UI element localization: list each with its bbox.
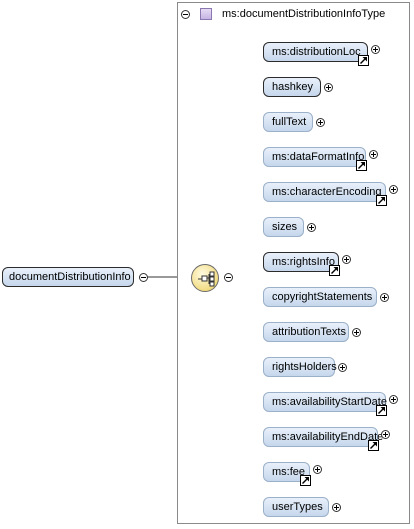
element-node[interactable]: ms:distributionLoc xyxy=(263,42,368,62)
element-node[interactable]: ms:fee xyxy=(263,462,310,482)
expand-icon[interactable] xyxy=(342,255,351,264)
expand-icon[interactable] xyxy=(371,45,380,54)
element-node[interactable]: sizes xyxy=(263,217,304,237)
element-label: copyrightStatements xyxy=(272,291,373,303)
element-label: ms:availabilityStartDate xyxy=(272,396,387,408)
expand-icon[interactable] xyxy=(332,503,341,512)
sequence-compositor-icon[interactable] xyxy=(191,264,219,292)
type-collapse-icon[interactable] xyxy=(181,10,190,19)
element-node[interactable]: fullText xyxy=(263,112,313,132)
element-label: attributionTexts xyxy=(272,326,346,338)
element-label: rightsHolders xyxy=(272,361,337,373)
root-collapse-icon[interactable] xyxy=(139,273,148,282)
reference-arrow-icon xyxy=(376,405,387,416)
complex-type-icon xyxy=(200,8,212,20)
element-node[interactable]: rightsHolders xyxy=(263,357,337,377)
expand-icon[interactable] xyxy=(338,363,347,372)
expand-icon[interactable] xyxy=(352,328,361,337)
element-node[interactable]: userTypes xyxy=(263,497,329,517)
element-label: ms:availabilityEndDate xyxy=(272,431,384,443)
element-node[interactable]: ms:characterEncoding xyxy=(263,182,386,202)
expand-icon[interactable] xyxy=(324,83,333,92)
element-label: ms:fee xyxy=(272,466,306,478)
expand-icon[interactable] xyxy=(307,223,316,232)
expand-icon[interactable] xyxy=(381,430,390,439)
element-node[interactable]: hashkey xyxy=(263,77,321,97)
reference-arrow-icon xyxy=(356,160,367,171)
expand-icon[interactable] xyxy=(316,118,325,127)
element-label: userTypes xyxy=(272,501,323,513)
reference-arrow-icon xyxy=(376,195,387,206)
expand-icon[interactable] xyxy=(389,185,398,194)
element-label: ms:characterEncoding xyxy=(272,186,382,198)
element-node[interactable]: ms:availabilityEndDate xyxy=(263,427,383,447)
element-node[interactable]: copyrightStatements xyxy=(263,287,377,307)
expand-icon[interactable] xyxy=(380,293,389,302)
sequence-collapse-icon[interactable] xyxy=(224,273,233,282)
expand-icon[interactable] xyxy=(369,150,378,159)
element-label: ms:dataFormatInfo xyxy=(272,151,365,163)
reference-arrow-icon xyxy=(358,55,369,66)
reference-arrow-icon xyxy=(300,475,311,486)
element-label: sizes xyxy=(272,221,298,233)
complex-type-label: ms:documentDistributionInfoType xyxy=(222,8,386,20)
element-node[interactable]: attributionTexts xyxy=(263,322,349,342)
root-element-node[interactable]: documentDistributionInfo xyxy=(2,267,134,287)
element-node[interactable]: ms:availabilityStartDate xyxy=(263,392,387,412)
element-node[interactable]: ms:rightsInfo xyxy=(263,252,339,272)
expand-icon[interactable] xyxy=(389,395,398,404)
element-label: hashkey xyxy=(272,81,313,93)
element-label: ms:rightsInfo xyxy=(272,256,335,268)
reference-arrow-icon xyxy=(368,440,379,451)
root-element-label: documentDistributionInfo xyxy=(9,271,131,283)
expand-icon[interactable] xyxy=(313,465,322,474)
element-node[interactable]: ms:dataFormatInfo xyxy=(263,147,366,167)
reference-arrow-icon xyxy=(329,265,340,276)
element-label: fullText xyxy=(272,116,307,128)
element-label: ms:distributionLoc xyxy=(272,46,361,58)
